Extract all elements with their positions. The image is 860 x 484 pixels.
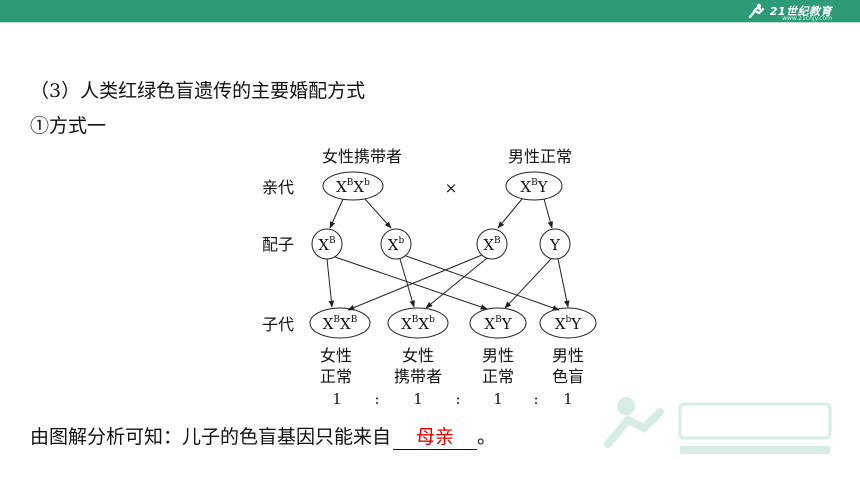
gamete-male-XB: XB xyxy=(476,228,508,260)
row-label-parents: 亲代 xyxy=(262,178,294,197)
svg-text:XBXb: XBXb xyxy=(336,178,370,196)
svg-text:XBY: XBY xyxy=(484,315,512,333)
answer-blank: 母亲 xyxy=(393,426,478,450)
caption-2-line2: 携带者 xyxy=(394,367,442,386)
parent-male-label: 男性正常 xyxy=(508,147,572,166)
top-bar: 21世纪教育 www.21cnjy.com xyxy=(0,0,860,22)
svg-text:Xb: Xb xyxy=(388,236,405,254)
offspring-XBY: XBY xyxy=(469,307,527,339)
logo-url: www.21cnjy.com xyxy=(782,15,832,22)
runner-icon xyxy=(748,3,764,19)
caption-4-line2: 色盲 xyxy=(552,367,584,386)
conclusion-suffix: 。 xyxy=(477,426,497,448)
caption-1-line1: 女性 xyxy=(320,346,352,365)
ratio-4: 1 xyxy=(563,390,573,408)
parent-female-label: 女性携带者 xyxy=(322,147,402,166)
parent-female-genotype: XBXb xyxy=(322,171,384,201)
watermark-logo xyxy=(604,397,832,454)
caption-3-line2: 正常 xyxy=(482,367,514,386)
offspring-XbY: XbY xyxy=(539,307,597,339)
svg-text:XBY: XBY xyxy=(520,178,548,196)
ratio-row: 1 : 1 : 1 : 1 xyxy=(332,390,573,408)
caption-1-line2: 正常 xyxy=(320,367,352,386)
svg-text:XbY: XbY xyxy=(555,315,582,333)
svg-text:Y: Y xyxy=(549,236,561,254)
logo-text: 21世纪教育 xyxy=(769,5,832,18)
ratio-sep-3: : xyxy=(533,390,538,408)
ratio-1: 1 xyxy=(332,390,342,408)
cross-symbol: × xyxy=(445,179,458,197)
header-divider xyxy=(0,22,860,23)
svg-text:XB: XB xyxy=(318,236,336,254)
meiosis-arrows xyxy=(329,198,554,229)
ratio-3: 1 xyxy=(493,390,503,408)
caption-4-line1: 男性 xyxy=(552,346,584,365)
gamete-female-XB: XB xyxy=(311,228,343,260)
ratio-sep-2: : xyxy=(455,390,460,408)
parent-male-genotype: XBY xyxy=(505,171,563,201)
conclusion-prefix: 由图解分析可知：儿子的色盲基因只能来自 xyxy=(30,426,392,448)
ratio-sep-1: : xyxy=(374,390,379,408)
fertilization-arrows xyxy=(326,254,570,311)
caption-3-line1: 男性 xyxy=(482,346,514,365)
section-subheading: ①方式一 xyxy=(30,115,107,137)
row-label-offspring: 子代 xyxy=(262,315,294,334)
ratio-2: 1 xyxy=(413,390,423,408)
section-heading: （3）人类红绿色盲遗传的主要婚配方式 xyxy=(30,80,366,102)
gamete-male-Y: Y xyxy=(539,228,571,260)
offspring-XBXB: XBXB xyxy=(309,307,371,339)
offspring-XBXb: XBXb xyxy=(387,307,449,339)
svg-text:XBXb: XBXb xyxy=(401,315,435,333)
caption-2-line1: 女性 xyxy=(402,346,434,365)
gamete-female-Xb: Xb xyxy=(380,228,412,260)
row-label-gametes: 配子 xyxy=(262,235,294,254)
brand-logo: 21世纪教育 xyxy=(746,2,832,20)
svg-text:XBXB: XBXB xyxy=(323,315,358,333)
svg-text:XB: XB xyxy=(483,236,501,254)
offspring-captions: 女性 正常 女性 携带者 男性 正常 男性 色盲 xyxy=(320,346,584,386)
conclusion-sentence: 由图解分析可知：儿子的色盲基因只能来自 母亲 。 xyxy=(30,422,496,450)
